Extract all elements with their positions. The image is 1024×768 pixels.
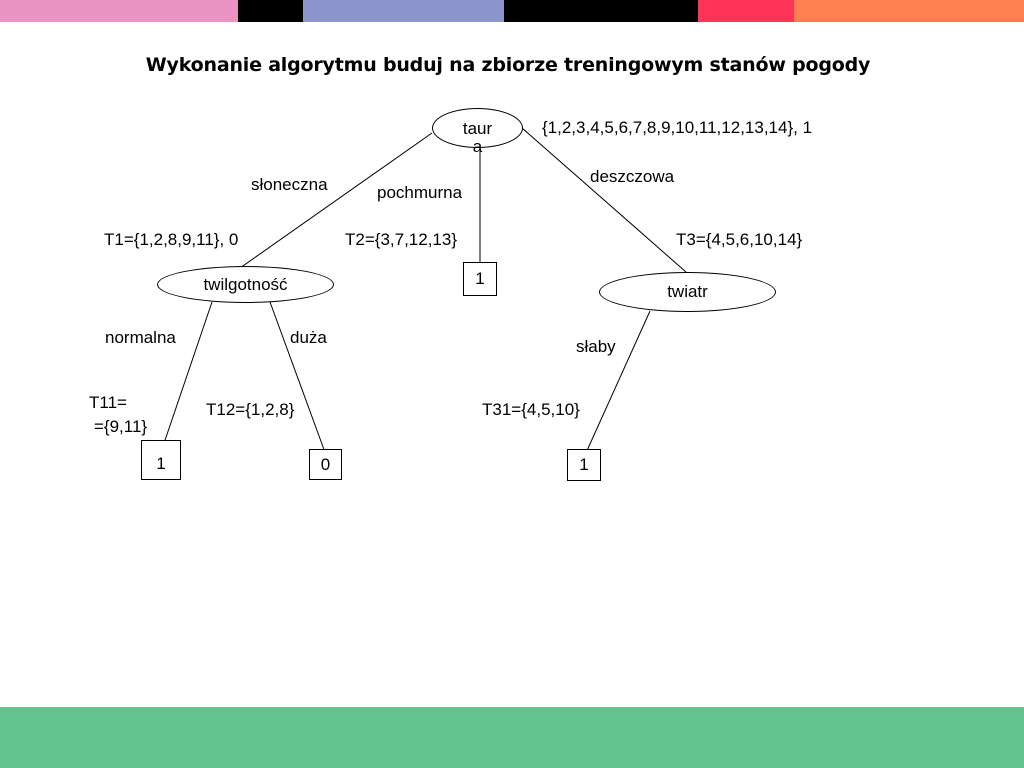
footer-bar: [0, 707, 1024, 768]
leaf-cloudy: 1: [463, 262, 497, 296]
leaf-normal: 1: [141, 440, 181, 480]
subset-label-t2: T2={3,7,12,13}: [345, 230, 458, 249]
root-node-temperature: taur a: [432, 108, 523, 156]
header-stripe-lavender: [303, 0, 504, 22]
header-stripe-pink: [0, 0, 238, 22]
edge-label-rainy: deszczowa: [590, 167, 675, 186]
node-wind: twiatr: [599, 272, 776, 312]
root-node-label-line2: a: [472, 137, 483, 156]
subset-label-t31: T31={4,5,10}: [482, 400, 580, 419]
edge-label-normal: normalna: [105, 328, 176, 347]
header-stripe-black-2: [504, 0, 698, 22]
subset-label-t12: T12={1,2,8}: [206, 400, 295, 419]
slide-title: Wykonanie algorytmu buduj na zbiorze tre…: [145, 54, 871, 76]
subset-label-t3: T3={4,5,6,10,14}: [676, 230, 803, 249]
edge-humidity-to-high-leaf: [269, 301, 327, 456]
node-humidity-label: twilgotność: [203, 275, 288, 294]
edge-label-cloudy: pochmurna: [377, 183, 463, 202]
header-stripe-black-1: [238, 0, 303, 22]
header-stripe-orange: [794, 0, 1024, 22]
edge-label-weak: słaby: [576, 337, 616, 356]
edge-root-to-humidity: [239, 132, 433, 269]
edge-label-high: duża: [290, 328, 327, 347]
edge-root-to-wind: [521, 127, 687, 273]
subset-label-t11-line1: T11=: [89, 393, 127, 412]
node-humidity: twilgotność: [157, 266, 334, 303]
root-node-label-line1: taur: [462, 119, 493, 138]
leaf-cloudy-value: 1: [475, 269, 485, 288]
leaf-high-value: 0: [320, 454, 331, 474]
leaf-high: 0: [309, 449, 342, 480]
subset-label-t11-line2: ={9,11}: [94, 417, 148, 436]
edge-label-sunny: słoneczna: [251, 175, 328, 194]
edge-wind-to-weak-leaf: [584, 310, 651, 456]
header-stripe-red: [698, 0, 794, 22]
leaf-normal-value: 1: [156, 454, 166, 473]
leaf-weak-value: 1: [579, 455, 589, 474]
leaf-weak: 1: [567, 449, 601, 481]
edge-humidity-to-normal-leaf: [159, 301, 213, 456]
root-set-label: {1,2,3,4,5,6,7,8,9,10,11,12,13,14}, 1: [542, 118, 813, 137]
header-stripes: [0, 0, 1024, 22]
subset-label-t1: T1={1,2,8,9,11}, 0: [104, 230, 239, 249]
node-wind-label: twiatr: [667, 282, 708, 301]
